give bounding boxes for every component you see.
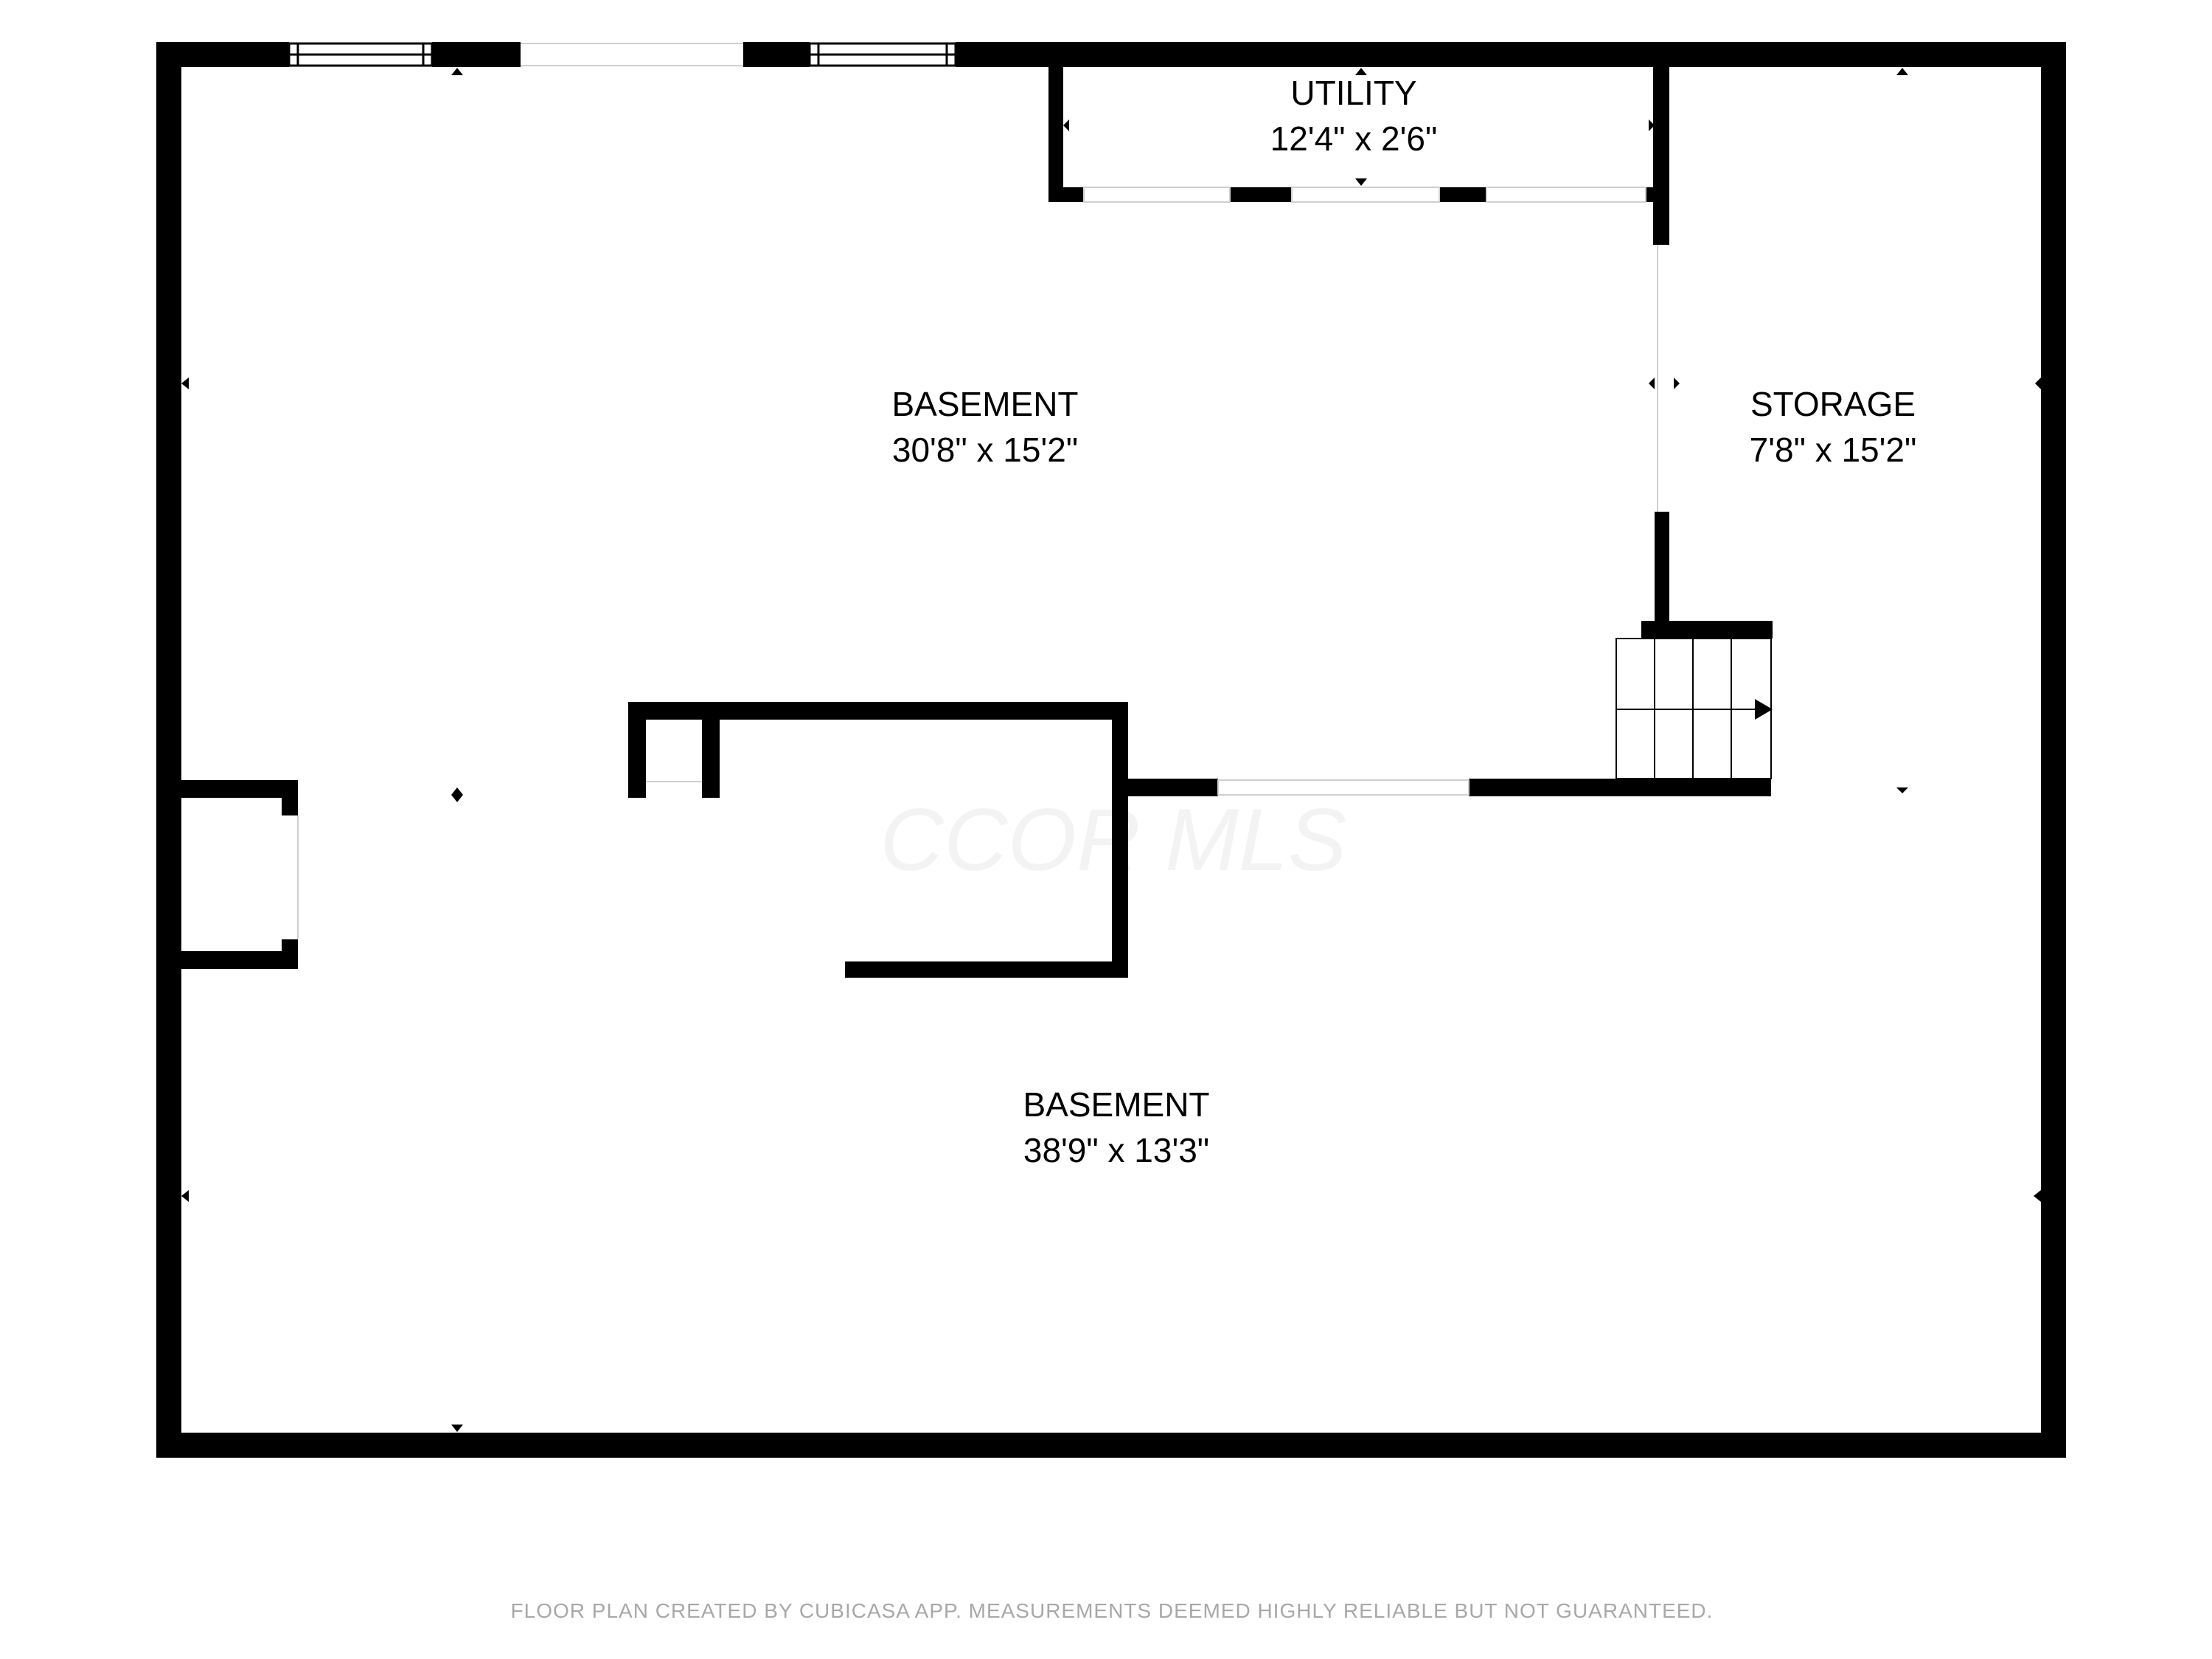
- middle-walls: [1127, 779, 1771, 796]
- closet-wall-right: [1112, 702, 1128, 978]
- room-storage: STORAGE 7'8" x 15'2": [1750, 385, 1917, 469]
- room-size-basement-upper: 30'8" x 15'2": [892, 431, 1078, 469]
- outer-walls: [156, 42, 2066, 1458]
- closet-small-right: [702, 702, 720, 798]
- room-size-basement-lower: 38'9" x 13'3": [1023, 1131, 1209, 1169]
- wall-left: [156, 42, 181, 1458]
- dimension-markers: [181, 68, 2041, 1432]
- wall-top-3: [743, 42, 810, 67]
- room-name-storage: STORAGE: [1750, 385, 1916, 423]
- room-name-basement-upper: BASEMENT: [891, 385, 1078, 423]
- utility-wall-left: [1048, 65, 1063, 202]
- wall-top-4: [956, 42, 2066, 67]
- mid-wall-left-stub: [1127, 779, 1218, 796]
- wall-top-2: [432, 42, 521, 67]
- utility-wall-bottom-1: [1048, 187, 1084, 202]
- room-name-basement-lower: BASEMENT: [1023, 1085, 1209, 1124]
- wall-right: [2041, 42, 2066, 1458]
- utility-doors: [1083, 187, 1646, 203]
- window-top-right: [808, 42, 957, 67]
- disclaimer-text: FLOOR PLAN CREATED BY CUBICASA APP. MEAS…: [511, 1599, 1714, 1622]
- storage-walls: [1641, 512, 1773, 639]
- alcove-walls: [156, 780, 298, 969]
- closet-walls: [628, 702, 1128, 978]
- room-basement-lower: BASEMENT 38'9" x 13'3": [1023, 1085, 1209, 1169]
- utility-wall-bottom-3: [1439, 187, 1486, 202]
- utility-walls: [1048, 65, 1669, 245]
- room-size-storage: 7'8" x 15'2": [1750, 431, 1917, 469]
- utility-wall-right: [1653, 65, 1669, 245]
- room-utility: UTILITY 12'4" x 2'6": [1270, 74, 1438, 158]
- alcove-wall-top: [156, 780, 298, 798]
- stairs: [1615, 638, 1772, 779]
- alcove-wall-right-top: [282, 780, 298, 815]
- room-size-utility: 12'4" x 2'6": [1270, 119, 1438, 158]
- room-basement-upper: BASEMENT 30'8" x 15'2": [891, 385, 1078, 469]
- closet-wall-bottom: [845, 961, 1128, 978]
- closet-small-left: [628, 702, 646, 798]
- wall-bottom: [156, 1433, 2066, 1458]
- storage-wall-lower: [1655, 512, 1669, 637]
- alcove-wall-bottom: [156, 951, 298, 969]
- windows: [288, 42, 957, 67]
- mid-wall-right: [1469, 779, 1771, 796]
- storage-wall-stair-top: [1641, 621, 1773, 639]
- room-name-utility: UTILITY: [1290, 74, 1416, 112]
- opening-top: [521, 43, 743, 66]
- window-top-left: [288, 42, 434, 67]
- utility-wall-bottom-2: [1230, 187, 1292, 202]
- mid-opening: [1217, 779, 1470, 796]
- stair-arrow-icon: [1755, 699, 1773, 720]
- alcove-wall-right-bottom: [282, 939, 298, 969]
